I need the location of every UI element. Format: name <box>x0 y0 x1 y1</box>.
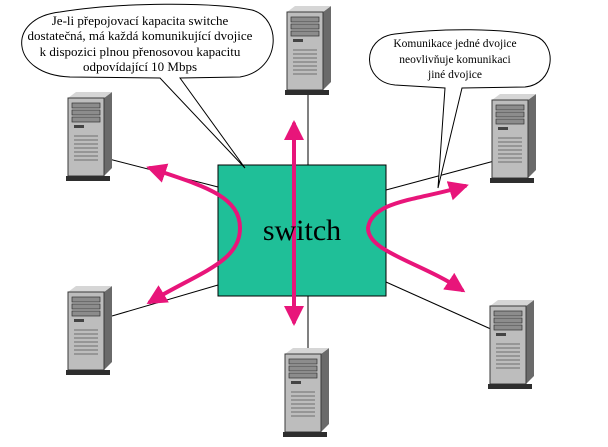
arrow-icon-left <box>146 163 243 305</box>
callout-left-line: k dispozici plnou přenosovou kapacitu <box>39 43 241 59</box>
cable-lines <box>104 92 499 348</box>
cable-bottom-left <box>111 284 219 317</box>
callout-right <box>369 29 551 189</box>
server-tower-icon-bottom-right <box>487 299 535 390</box>
server-tower-icon-top-right <box>489 93 537 184</box>
callout-left <box>21 3 274 169</box>
cable-top-right <box>385 159 499 191</box>
callout-left-text: Je-li přepojovací kapacita switche dosta… <box>18 13 262 74</box>
callout-left-line: dostatečná, má každá komunikující dvojic… <box>27 28 253 44</box>
callout-left-line: Je-li přepojovací kapacita switche <box>51 13 229 28</box>
callout-right-text: Komunikace jedné dvojice neovlivňuje kom… <box>365 37 545 84</box>
arrow-icon-right <box>365 181 469 293</box>
server-tower-icon-top-center <box>284 5 332 96</box>
server-tower-icon-bottom-left <box>65 285 113 376</box>
cable-bottom-right <box>385 281 494 331</box>
callout-right-line: jiné dvojice <box>428 69 482 82</box>
callout-left-line: odpovídající 10 Mbps <box>82 58 198 74</box>
switch-label: switch <box>262 214 342 247</box>
server-tower-icon-bottom-center <box>282 347 330 438</box>
server-tower-icon-top-left <box>65 91 113 182</box>
callout-right-line: neovlivňuje komunikaci <box>399 53 511 66</box>
callout-right-line: Komunikace jedné dvojice <box>393 38 517 50</box>
